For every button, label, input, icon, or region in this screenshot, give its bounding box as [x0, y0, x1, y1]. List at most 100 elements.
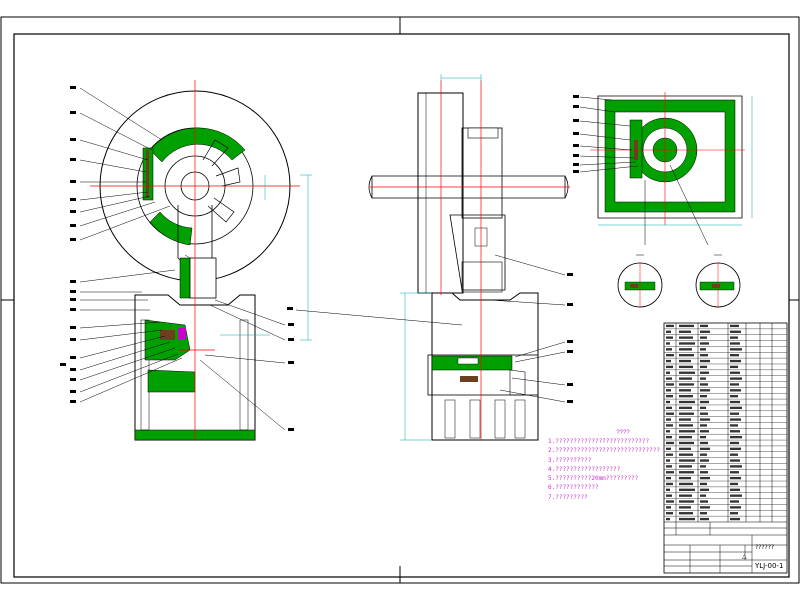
table-cell-mark — [730, 377, 742, 380]
title-block — [664, 521, 787, 573]
table-cell-mark — [679, 342, 695, 345]
table-cell-mark — [666, 447, 671, 451]
table-cell-mark — [700, 476, 710, 480]
notes-heading: ???? — [616, 430, 630, 436]
table-cell-mark — [700, 512, 707, 515]
table-cell-mark — [730, 482, 738, 486]
table-cell-mark — [666, 441, 674, 445]
side-centerlines — [370, 80, 570, 440]
table-cell-mark — [730, 430, 740, 433]
note-7: 7.????????? — [548, 493, 588, 501]
table-cell-mark — [679, 494, 692, 497]
front-view — [60, 80, 312, 441]
table-cell-mark — [700, 400, 709, 404]
table-cell-mark — [700, 430, 709, 433]
table-cell-mark — [679, 488, 695, 491]
table-cell-mark — [730, 400, 740, 404]
table-cell-mark — [700, 412, 708, 415]
table-cell-mark — [666, 365, 673, 369]
table-cell-mark — [730, 342, 740, 345]
table-cell-mark — [730, 354, 739, 357]
table-cell-mark — [700, 494, 706, 497]
table-cell-mark — [730, 389, 741, 392]
table-cell-mark — [700, 348, 706, 351]
table-cell-mark — [666, 435, 672, 439]
table-cell-mark — [666, 394, 673, 398]
note-1: 1.?????????????????????????? — [548, 438, 650, 445]
sheet-border — [0, 16, 800, 584]
table-cell-mark — [700, 418, 710, 421]
table-cell-mark — [666, 412, 674, 415]
table-cell-mark — [700, 482, 707, 486]
table-cell-mark — [679, 459, 695, 462]
table-cell-mark — [730, 512, 738, 515]
table-cell-mark — [730, 459, 740, 462]
table-cell-mark — [666, 383, 674, 386]
table-cell-mark — [730, 465, 742, 468]
drawing-number: YLJ-00-1 — [755, 562, 784, 570]
table-cell-mark — [679, 447, 691, 451]
table-cell-mark — [679, 359, 691, 363]
table-cell-mark — [730, 330, 741, 333]
revision-mark: △ — [742, 553, 747, 560]
table-cell-mark — [730, 348, 742, 351]
table-cell-mark — [679, 441, 694, 445]
side-dimensions — [400, 74, 482, 441]
table-cell-mark — [666, 389, 671, 392]
table-cell-mark — [730, 412, 739, 415]
note-3: 3.?????????? — [548, 456, 592, 464]
table-cell-mark — [679, 348, 692, 351]
table-cell-mark — [700, 488, 709, 491]
table-cell-mark — [679, 500, 694, 503]
table-cell-mark — [679, 465, 692, 468]
note-2: 2.????????????????????????????? — [548, 447, 660, 455]
table-cell-mark — [700, 517, 709, 521]
table-cell-mark — [666, 354, 674, 357]
front-leaders — [79, 87, 286, 431]
table-cell-mark — [666, 359, 671, 363]
table-cell-mark — [730, 406, 742, 410]
table-cell-mark — [700, 377, 706, 380]
table-cell-mark — [700, 383, 708, 386]
table-cell-mark — [666, 494, 672, 497]
table-cell-mark — [730, 365, 738, 369]
table-cell-mark — [666, 371, 670, 374]
table-cell-mark — [666, 342, 670, 345]
table-cell-mark — [700, 365, 707, 369]
table-cell-mark — [679, 354, 694, 357]
table-cell-mark — [679, 517, 695, 521]
table-cell-mark — [679, 389, 691, 392]
table-cell-mark — [730, 424, 738, 427]
flywheel-side — [417, 92, 464, 294]
table-cell-mark — [666, 517, 670, 521]
table-cell-mark — [700, 394, 707, 398]
table-cell-mark — [700, 354, 708, 357]
table-cell-mark — [679, 424, 693, 427]
table-cell-mark — [700, 465, 706, 468]
note-5: 5.??????????20mm????????? — [548, 475, 639, 483]
table-cell-mark — [700, 324, 708, 328]
note-6: 6.???????????? — [548, 484, 599, 492]
table-cell-mark — [666, 430, 670, 433]
table-cell-mark — [679, 377, 692, 380]
table-cell-mark — [679, 324, 694, 328]
table-cell-mark — [700, 330, 710, 333]
front-balloon-ticks — [60, 86, 294, 431]
table-cell-mark — [666, 465, 672, 468]
table-cell-mark — [700, 336, 707, 339]
table-cell-mark — [700, 342, 709, 345]
table-cell-mark — [679, 406, 692, 410]
table-cell-mark — [666, 459, 670, 462]
table-cell-mark — [730, 453, 738, 456]
table-cell-mark — [666, 424, 673, 427]
table-cell-mark — [666, 453, 673, 456]
table-cell-mark — [679, 512, 693, 515]
table-cell-mark — [666, 488, 670, 491]
table-cell-mark — [730, 506, 741, 509]
top-leaders — [579, 96, 709, 246]
table-cell-mark — [730, 336, 738, 339]
table-cell-mark — [679, 430, 695, 433]
table-cell-mark — [679, 383, 694, 386]
table-cell-mark — [679, 482, 693, 486]
